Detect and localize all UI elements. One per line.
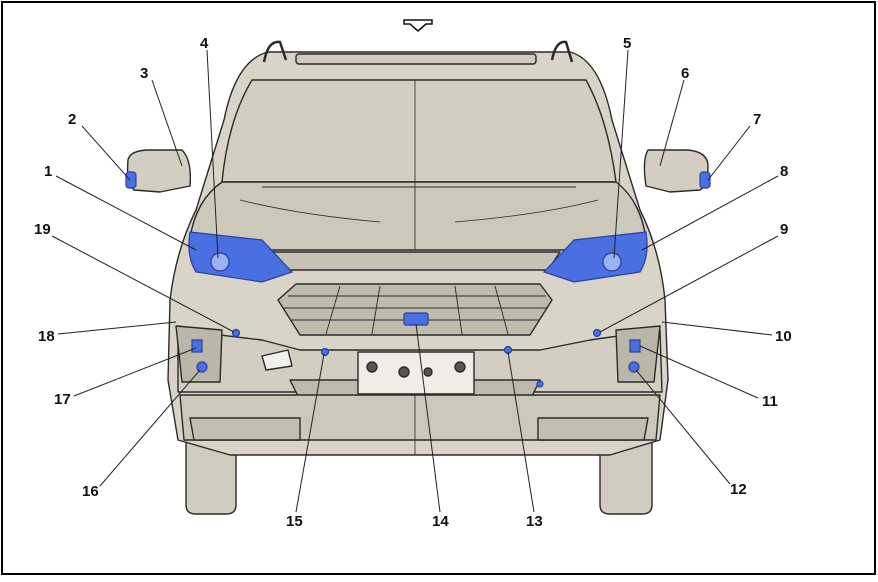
callout-10: 10 xyxy=(775,328,792,345)
roof-panel xyxy=(295,53,537,65)
skid-plate xyxy=(189,417,301,441)
leader-15 xyxy=(295,353,325,513)
leader-2 xyxy=(81,125,131,181)
callout-6: 6 xyxy=(681,65,689,82)
leader-16 xyxy=(99,369,201,487)
right-mirror xyxy=(643,149,709,193)
front-emblem xyxy=(403,312,429,326)
leader-11 xyxy=(639,345,759,399)
lower-grille-sensor xyxy=(536,380,544,388)
left-fog-lamp-upper xyxy=(191,339,203,353)
left-mirror-repeater xyxy=(125,171,137,189)
left-tow-cover xyxy=(261,349,293,371)
leader-8 xyxy=(641,175,779,251)
callout-1: 1 xyxy=(44,163,52,180)
left-headlamp-projector xyxy=(210,252,230,272)
leader-12 xyxy=(635,369,731,485)
left-roof-rail xyxy=(262,40,288,63)
leader-lines xyxy=(51,49,779,513)
right-headlamp xyxy=(542,231,648,283)
callout-2: 2 xyxy=(68,111,76,128)
leader-7 xyxy=(707,125,751,181)
leader-4 xyxy=(206,49,219,259)
callout-5: 5 xyxy=(623,35,631,52)
leader-1 xyxy=(55,175,197,251)
callout-19: 19 xyxy=(34,221,51,238)
leader-9 xyxy=(599,235,779,333)
callout-17: 17 xyxy=(54,391,71,408)
leader-10 xyxy=(661,321,773,336)
left-mirror xyxy=(126,149,192,193)
right-roof-rail xyxy=(550,40,574,63)
callout-15: 15 xyxy=(286,513,303,530)
left-park-sensor xyxy=(231,328,241,338)
leader-17 xyxy=(73,347,197,397)
right-fog-bezel xyxy=(615,325,661,383)
upper-grille xyxy=(269,251,561,271)
vehicle-body xyxy=(126,40,709,515)
callout-12: 12 xyxy=(730,481,747,498)
windshield xyxy=(221,79,617,183)
hood-crease-left xyxy=(239,199,381,223)
callout-13: 13 xyxy=(526,513,543,530)
leader-18 xyxy=(57,321,177,335)
license-plate-bracket xyxy=(357,351,475,395)
highlighted-components xyxy=(125,171,711,388)
leader-5 xyxy=(613,49,629,259)
leader-3 xyxy=(151,79,183,167)
right-fog-lamp xyxy=(628,361,640,373)
hood-crease-right xyxy=(454,199,599,223)
callout-11: 11 xyxy=(762,393,778,410)
right-fog-lamp-upper xyxy=(629,339,641,353)
callout-14: 14 xyxy=(432,513,449,530)
right-mirror-repeater xyxy=(699,171,711,189)
left-fog-bezel xyxy=(175,325,223,383)
leader-6 xyxy=(659,79,685,167)
callout-18: 18 xyxy=(38,328,55,345)
front-grille xyxy=(277,283,553,336)
leader-13 xyxy=(507,351,535,513)
left-inner-sensor xyxy=(320,347,330,357)
down-arrow-icon xyxy=(403,19,433,32)
plate-fasteners xyxy=(366,361,466,378)
skid-plate-right xyxy=(537,417,649,441)
callout-8: 8 xyxy=(780,163,788,180)
callout-3: 3 xyxy=(140,65,148,82)
callout-7: 7 xyxy=(753,111,761,128)
callout-9: 9 xyxy=(780,221,788,238)
right-park-sensor xyxy=(592,328,602,338)
left-fog-lamp xyxy=(196,361,208,373)
leader-14 xyxy=(415,323,441,513)
callout-4: 4 xyxy=(200,35,209,52)
right-headlamp-projector xyxy=(602,252,622,272)
callout-labels: 1 2 3 4 5 6 7 8 9 10 11 12 13 14 15 16 1… xyxy=(34,35,792,530)
callout-16: 16 xyxy=(82,483,99,500)
leader-19 xyxy=(51,235,235,333)
